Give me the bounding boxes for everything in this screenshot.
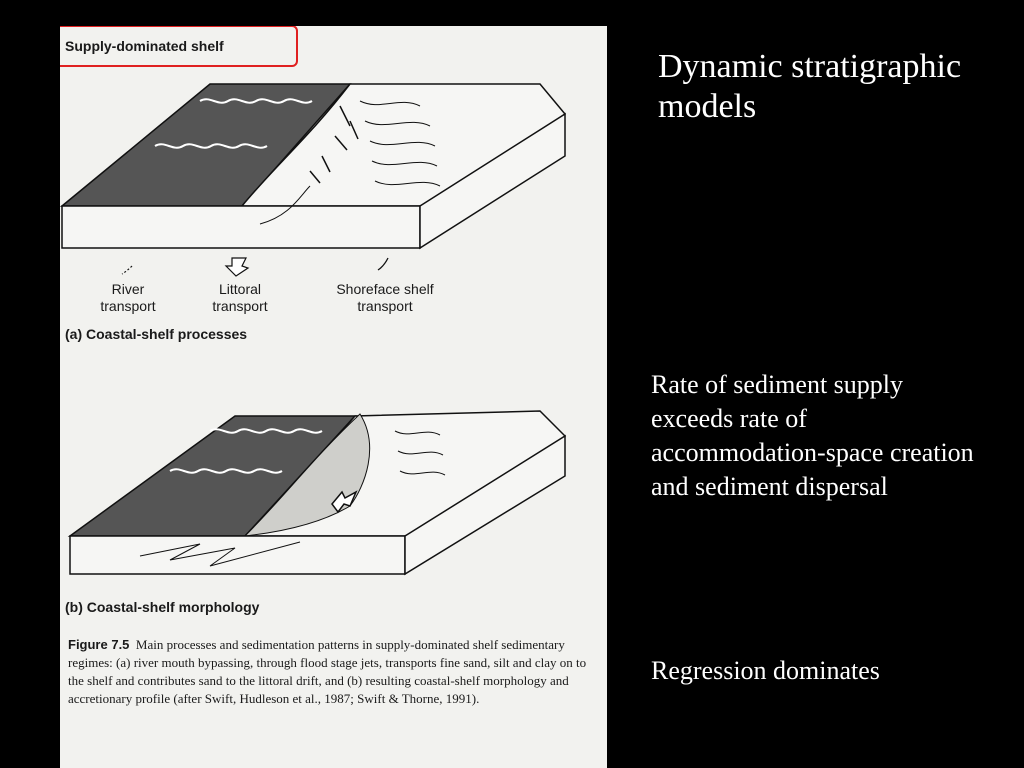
- slide-note: Regression dominates: [651, 656, 880, 685]
- river-line-4: [169, 468, 283, 474]
- transport-arrows-a: [309, 105, 359, 184]
- legend-river: River transport: [100, 281, 156, 314]
- figure-caption: Figure 7.5 Main processes and sedimentat…: [68, 636, 593, 708]
- river-transport-icon: [121, 265, 133, 275]
- figure-caption-label: Figure 7.5: [68, 637, 130, 652]
- legend-symbols: [121, 257, 389, 277]
- shoreface-transport-icon: [377, 257, 389, 271]
- figure-caption-text: Main processes and sedimentation pattern…: [68, 637, 587, 706]
- block-diagrams: [60, 83, 567, 576]
- header-highlight-box: [60, 26, 298, 67]
- panel-b-caption: (b) Coastal-shelf morphology: [65, 599, 260, 615]
- accretionary-profile-b: [139, 541, 301, 567]
- front-face-b: [69, 535, 406, 575]
- side-face-b: [404, 434, 566, 576]
- littoral-arrow-b: [331, 490, 358, 514]
- block-diagram-a: [60, 83, 567, 250]
- panel-a-caption: (a) Coastal-shelf processes: [65, 326, 248, 342]
- wave-lines-b: [394, 430, 446, 476]
- legend-shoreface: Shoreface shelf transport: [336, 281, 434, 314]
- wave-lines-a: [359, 100, 441, 187]
- front-face-a: [61, 205, 421, 249]
- figure-header: Supply-dominated shelf: [65, 38, 224, 54]
- shoreface-profile-a: [259, 185, 311, 225]
- block-diagram-b: [67, 410, 567, 576]
- legend-littoral: Littoral transport: [212, 281, 268, 314]
- river-line-3: [209, 428, 323, 434]
- littoral-transport-icon: [224, 257, 250, 277]
- river-line-2: [154, 143, 268, 149]
- side-face-a: [419, 112, 566, 250]
- river-line-1: [199, 98, 313, 104]
- textbook-figure: Supply-dominated shelf: [60, 26, 607, 768]
- slide-body-text: Rate of sediment supply exceeds rate of …: [651, 370, 974, 501]
- slide-title: Dynamic stratigraphic models: [658, 48, 962, 125]
